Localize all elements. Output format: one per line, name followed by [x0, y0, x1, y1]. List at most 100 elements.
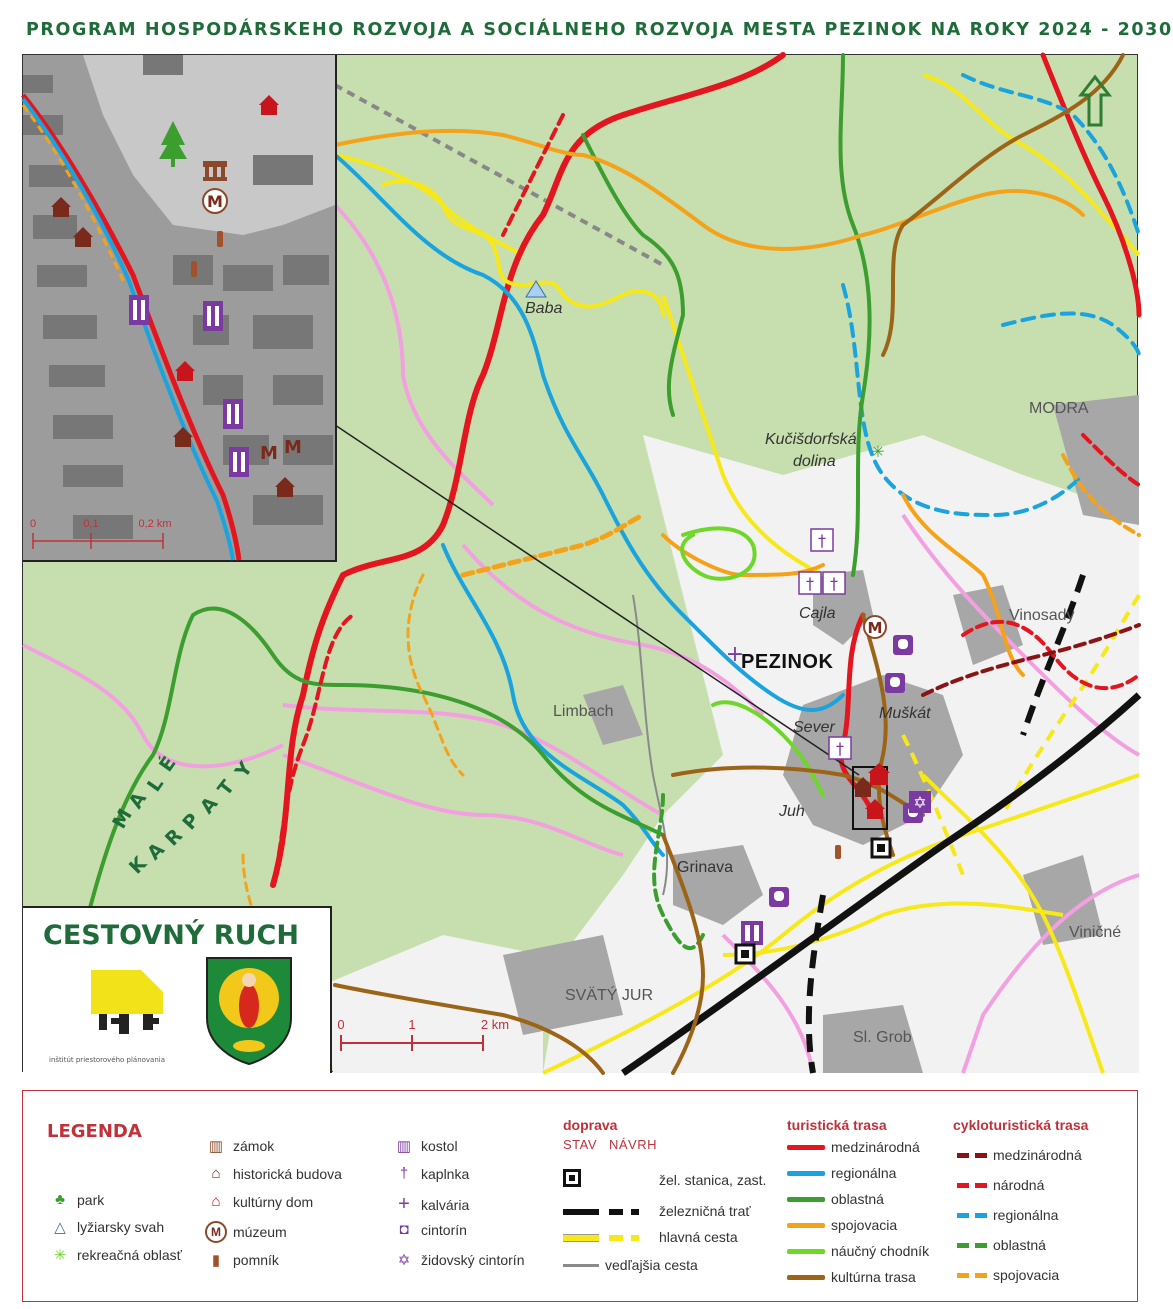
legend-tourist-head: turistická trasa [787, 1117, 887, 1133]
svg-text:M: M [207, 192, 223, 211]
inset-extent-box [852, 766, 888, 830]
legend-item-minor-road: vedľajšia cesta [563, 1257, 698, 1273]
chapel-icon: † [822, 571, 846, 595]
railway-proposal [334, 83, 664, 267]
place-label-svaty-jur: SVÄTÝ JUR [565, 987, 654, 1004]
culture-house-icon [175, 361, 195, 381]
place-label-vinosady: Vinosady [1009, 607, 1075, 624]
legend-item-ski-slope: △lyžiarsky svah [49, 1218, 164, 1236]
place-label-kucisdorfska: Kučišdorfská [765, 431, 857, 448]
culture-house-icon [865, 799, 885, 819]
cyclo-swatch [957, 1272, 987, 1278]
ipp-logo-icon [91, 970, 163, 1034]
calvary-icon: + [398, 1193, 410, 1215]
main-road [722, 901, 1064, 957]
urban-area-limbach [583, 685, 643, 745]
castle-icon: ▥ [208, 1138, 224, 1155]
tourist-route-connecting [333, 128, 1085, 251]
tourist-route-area [838, 53, 872, 577]
legend-item-tourist-1: regionálna [787, 1165, 896, 1181]
legend-item-tourist-3: spojovacia [787, 1217, 897, 1233]
tourist-label: kultúrna trasa [831, 1269, 916, 1285]
inset-map[interactable]: M M M 0 0,1 0,2 km [21, 55, 337, 562]
place-label-vinicne: Viničné [1069, 924, 1122, 941]
minor-road [632, 594, 669, 896]
map-canvas[interactable]: † † † † M ✡ + ✳ [22, 52, 1142, 1076]
tourist-route-regional [441, 543, 665, 857]
main-road [661, 294, 824, 577]
boundary-line [282, 703, 664, 817]
tourist-route-international [1040, 52, 1142, 318]
legend-item-main-road: hlavná cesta [563, 1229, 738, 1245]
legend-item-cyclo-4: spojovacia [957, 1267, 1059, 1283]
church-icon [741, 921, 763, 945]
chapel-icon: † [399, 1165, 409, 1182]
cemetery-icon [769, 887, 789, 907]
legend-item-historic-building: ⌂historická budova [205, 1165, 341, 1182]
tourist-label: náučný chodník [831, 1243, 930, 1259]
tourist-route-regional-cyclo [841, 283, 1085, 517]
tourist-label: medzinárodná [831, 1139, 920, 1155]
ipp-logo-text: inštitút priestorového plánovania [49, 1056, 166, 1064]
cyclo-label: spojovacia [993, 1267, 1060, 1283]
inset-blue-route [21, 97, 235, 561]
place-label-cajla: Cajla [799, 605, 836, 622]
svg-text:✳: ✳ [871, 442, 884, 461]
tourist-route-cultural [671, 765, 925, 817]
svg-text:†: † [836, 739, 844, 758]
tourist-route-nature-trail [711, 700, 825, 797]
cyclo-swatch [957, 1242, 987, 1248]
tourist-route-international [270, 52, 786, 888]
tourist-route-connecting-cyclo [1061, 453, 1141, 537]
inset-scale-label-0: 0 [30, 518, 36, 530]
museum-icon: M [260, 443, 278, 464]
svg-text:†: † [818, 531, 826, 550]
legend-item-recreation: ✳rekreačná oblasť [49, 1246, 182, 1264]
tourist-swatch [787, 1274, 825, 1280]
tourist-label: regionálna [831, 1165, 897, 1181]
scale-label-0: 0 [337, 1017, 344, 1032]
urban-area-grinava [673, 845, 763, 925]
inset-orange-route [21, 104, 127, 286]
monument-icon [191, 261, 197, 277]
legend-transport-stav: STAV [563, 1137, 598, 1152]
monument-icon [217, 231, 223, 247]
place-label-sl-grob: Sl. Grob [853, 1029, 912, 1046]
svg-text:M: M [260, 443, 278, 464]
legend-item-tourist-4: náučný chodník [787, 1243, 929, 1259]
legend-item-cemetery: ◘cintorín [393, 1221, 466, 1238]
legend-item-monument: ▮pomník [205, 1251, 279, 1269]
historic-building-icon [173, 427, 193, 447]
range-label-letter: P [178, 809, 204, 834]
museum-icon: M [863, 615, 887, 639]
ski-slope-icon [525, 280, 547, 298]
tourist-swatch [787, 1170, 825, 1176]
place-label-muskat: Muškát [879, 705, 931, 722]
historic-building-icon [73, 227, 93, 247]
legend-item-cyclo-3: oblastná [957, 1237, 1046, 1253]
chapel-icon: † [810, 528, 834, 552]
legend-item-cyclo-0: medzinárodná [957, 1147, 1082, 1163]
boundary-line [282, 753, 624, 857]
cyclo-route-national [961, 620, 1141, 690]
map-frame[interactable]: † † † † M ✡ + ✳ [21, 52, 1142, 1076]
inset-scale-bar [32, 533, 164, 549]
range-label-letter: K [125, 852, 152, 879]
cyclo-label: oblastná [993, 1237, 1046, 1253]
main-road [921, 773, 1105, 1074]
brand-box: CESTOVNÝ RUCH inštitút priestorového plá… [23, 906, 332, 1073]
urban-area-sl-grob [823, 1005, 923, 1073]
svg-text:M: M [868, 619, 883, 637]
tourist-label: oblastná [831, 1191, 884, 1207]
cyclo-swatch [957, 1152, 987, 1158]
urban-area-vinicne [1023, 855, 1103, 945]
place-label-dolina: dolina [793, 453, 836, 470]
legend-cyclo-head: cykloturistická trasa [953, 1117, 1089, 1133]
place-label-modra: MODRA [1029, 400, 1089, 417]
inset-red-route [21, 93, 242, 561]
cyclo-swatch [957, 1182, 987, 1188]
railway-proposal [805, 894, 826, 1074]
cemetery-icon: ◘ [399, 1221, 409, 1238]
legend-item-tourist-0: medzinárodná [787, 1139, 920, 1155]
